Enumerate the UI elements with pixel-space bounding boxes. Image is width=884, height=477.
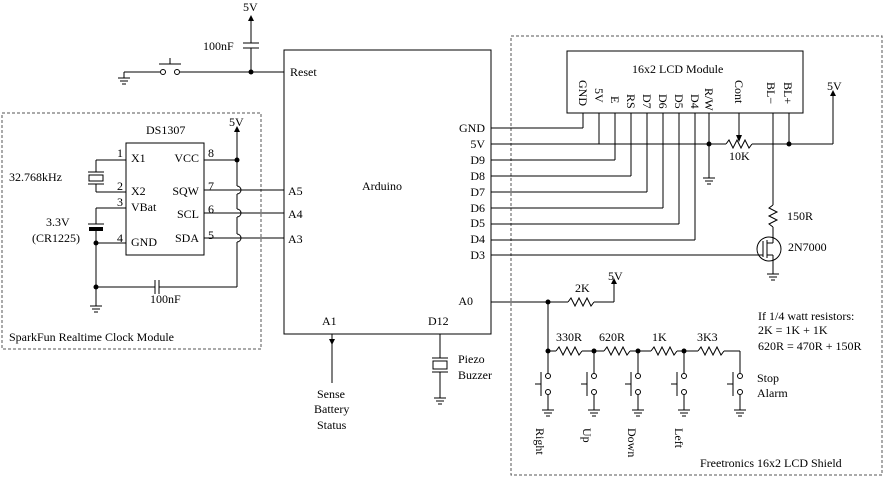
rtc-pinnum-5: 5: [208, 228, 214, 242]
keypad-resistor-1: 330R: [556, 330, 582, 344]
lcd-pin-5v: 5V: [592, 88, 606, 103]
arduino-box: [283, 49, 492, 335]
arduino-pin-d6: D6: [470, 201, 485, 215]
resistor-note-line3: 620R = 470R + 150R: [758, 339, 862, 353]
lcd-module-box: [566, 50, 804, 114]
lcd-pin-gnd: GND: [576, 80, 590, 106]
vcc-rtc-label: 5V: [229, 115, 244, 129]
lcd-pin-d6: D6: [656, 94, 670, 109]
arduino-pin-d9: D9: [470, 153, 485, 167]
rtc-pinnum-6: 6: [208, 202, 214, 216]
lcd-pin-d5: D5: [672, 94, 686, 109]
button-left-label: Left: [672, 428, 686, 449]
arduino-pin-reset: Reset: [290, 65, 317, 79]
keypad-resistor-4: 3K3: [697, 330, 718, 344]
lcd-pin-d7: D7: [640, 94, 654, 109]
button-stop-label: Stop: [757, 371, 779, 385]
rtc-pin-sda: SDA: [175, 231, 199, 245]
rtc-pin-gnd: GND: [131, 235, 157, 249]
keypad-resistor-2: 620R: [599, 330, 625, 344]
rtc-crystal-label: 32.768kHz: [9, 170, 62, 184]
button-up-label: Up: [580, 428, 594, 443]
lcd-pin-cont: Cont: [732, 80, 746, 104]
arduino-pin-d5: D5: [470, 216, 485, 230]
rtc-pinnum-1: 1: [117, 146, 123, 160]
lcd-pot-label: 10K: [729, 149, 750, 163]
arduino-pin-d3: D3: [470, 248, 485, 262]
rtc-chip-title: DS1307: [146, 123, 185, 137]
lcd-pin-bl-plus: BL+: [781, 82, 795, 104]
arduino-pin-d8: D8: [470, 169, 485, 183]
keypad-resistor-3: 1K: [652, 330, 667, 344]
rtc-pin-x2: X2: [131, 184, 146, 198]
rtc-cap-label: 100nF: [150, 292, 181, 306]
keypad-circuit: 5V 2K 330R 620R 1K 3K3: [491, 269, 862, 470]
rtc-module-label: SparkFun Realtime Clock Module: [9, 330, 174, 344]
button-alarm-label: Alarm: [757, 386, 788, 400]
lcd-pin-bl-minus: BL−: [764, 82, 778, 104]
button-up-switch: [581, 351, 601, 417]
resistor-note-line2: 2K = 1K + 1K: [758, 323, 828, 337]
rtc-pin-scl: SCL: [177, 207, 199, 221]
rtc-module-border: [1, 112, 262, 350]
lcd-title: 16x2 LCD Module: [632, 62, 723, 76]
sense-label-2: Battery: [314, 402, 349, 416]
arduino-pin-d7: D7: [470, 185, 485, 199]
arduino-right-pins: GND 5V D9 D8 D7 D6 D5 D4 D3 A0: [458, 121, 485, 308]
lcd-circuit: 16x2 LCD Module GND 5V E RS D7 D6 D5 D4 …: [491, 50, 842, 281]
vcc-lcd-label: 5V: [827, 79, 842, 93]
button-left-switch: [671, 351, 691, 417]
vcc-top-label: 5V: [243, 0, 258, 14]
button-stop-alarm-switch: [727, 351, 747, 417]
sense-label-3: Status: [317, 418, 347, 432]
lcd-pin-rw: R/W: [702, 88, 716, 111]
arduino-pin-gnd: GND: [459, 121, 485, 135]
arduino-pin-d4: D4: [470, 232, 485, 246]
arduino-pin-a4: A4: [288, 207, 303, 221]
rtc-pinnum-8: 8: [208, 146, 214, 160]
arduino-pin-a0: A0: [458, 294, 473, 308]
piezo-label-2: Buzzer: [458, 368, 492, 382]
button-right-label: Right: [533, 428, 547, 455]
lcd-resistor-label: 150R: [787, 209, 813, 223]
rtc-chip-box: [125, 142, 205, 256]
rtc-pinnum-3: 3: [117, 195, 123, 209]
piezo-circuit: Piezo Buzzer: [432, 334, 492, 405]
rtc-battery-type: (CR1225): [32, 231, 80, 245]
lcd-shield-label: Freetronics 16x2 LCD Shield: [700, 456, 842, 470]
rtc-pin-vbat: VBat: [131, 200, 157, 214]
arduino-pin-a1: A1: [322, 314, 337, 328]
keypad-pullup-label: 2K: [575, 281, 590, 295]
button-down-switch: [625, 351, 645, 417]
lcd-pin-rs: RS: [624, 94, 638, 109]
button-right-switch: [535, 351, 555, 417]
rtc-circuit: DS1307 X1 X2 VBat GND 1 2 3 4 VCC SQW SC…: [9, 115, 284, 344]
lcd-mosfet-label: 2N7000: [788, 240, 827, 254]
piezo-label-1: Piezo: [458, 352, 485, 366]
arduino-pin-a5: A5: [288, 184, 303, 198]
arduino-title: Arduino: [362, 179, 402, 193]
reset-circuit: 5V 100nF: [117, 0, 284, 85]
resistor-note-line1: If 1/4 watt resistors:: [758, 309, 854, 323]
reset-cap-label: 100nF: [203, 39, 234, 53]
rtc-pin-sqw: SQW: [172, 184, 199, 198]
vcc-keypad-label: 5V: [608, 269, 623, 283]
rtc-pinnum-4: 4: [117, 231, 123, 245]
arduino-pin-a3: A3: [288, 232, 303, 246]
sense-circuit: Sense Battery Status: [314, 334, 349, 432]
rtc-battery-voltage: 3.3V: [46, 215, 70, 229]
arduino-pin-5v: 5V: [470, 137, 485, 151]
rtc-pin-x1: X1: [131, 151, 146, 165]
button-down-label: Down: [625, 428, 639, 457]
rtc-pinnum-7: 7: [208, 179, 214, 193]
sense-label-1: Sense: [317, 387, 345, 401]
rtc-pin-vcc: VCC: [174, 151, 199, 165]
lcd-pin-e: E: [608, 96, 622, 103]
arduino-pin-d12: D12: [428, 314, 449, 328]
rtc-pinnum-2: 2: [117, 179, 123, 193]
arduino-left-pins: A5 A4 A3: [288, 184, 303, 246]
lcd-pin-d4: D4: [688, 94, 702, 109]
